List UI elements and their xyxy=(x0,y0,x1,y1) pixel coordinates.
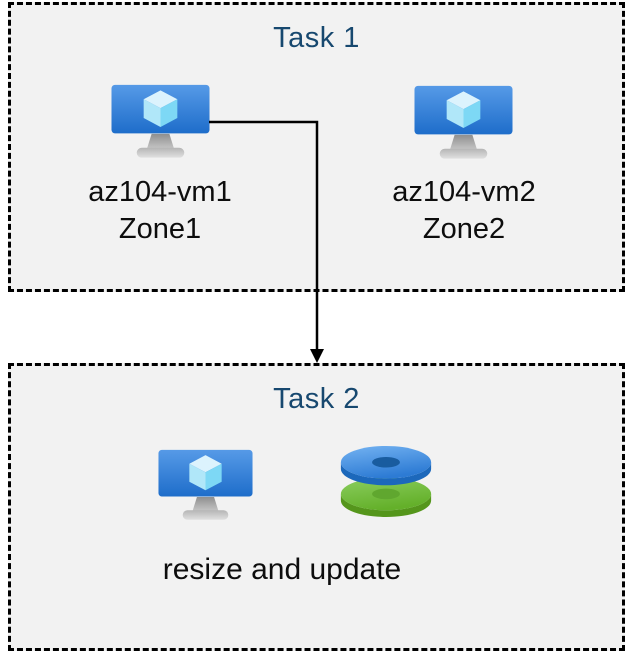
task2-box xyxy=(8,363,625,651)
disks-icon xyxy=(340,445,432,517)
vm2-zone: Zone2 xyxy=(422,213,506,245)
vm1-label: az104-vm1 Zone1 xyxy=(35,174,285,248)
task2-title: Task 2 xyxy=(273,383,360,415)
vm1-zone: Zone1 xyxy=(118,213,202,245)
task1-title: Task 1 xyxy=(273,22,360,54)
task2-caption: resize and update xyxy=(162,553,402,586)
vm2-name: az104-vm2 xyxy=(392,176,536,208)
vm1-name: az104-vm1 xyxy=(88,176,232,208)
task2-vm-icon xyxy=(158,449,253,520)
vm2-label: az104-vm2 Zone2 xyxy=(339,174,589,248)
vm1-icon xyxy=(111,84,210,158)
vm2-icon xyxy=(414,85,513,159)
